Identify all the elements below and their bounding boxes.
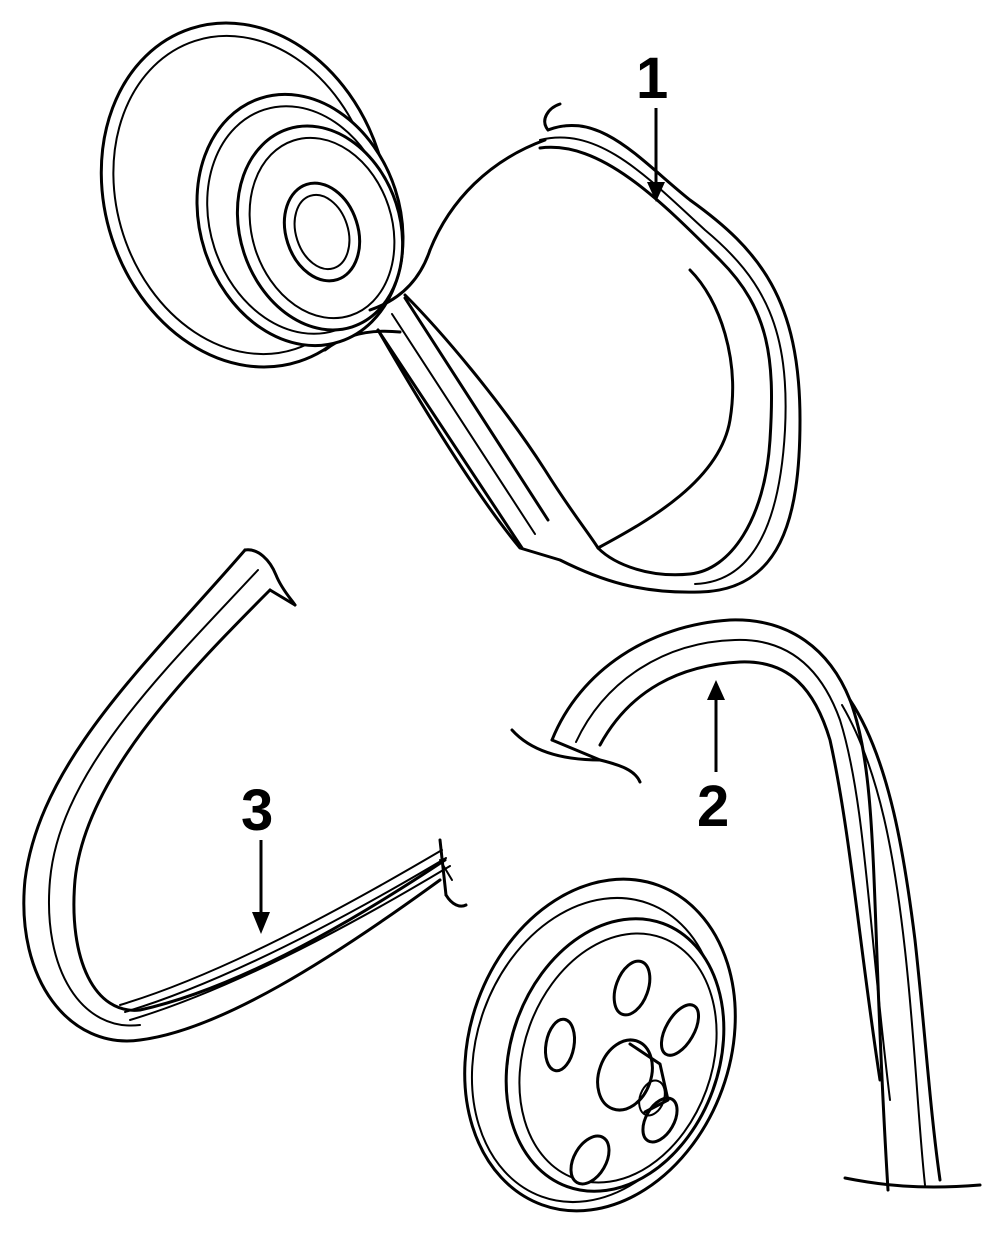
callout-2-arrowhead (707, 680, 725, 700)
callout-3: 3 (241, 778, 273, 934)
callout-1: 1 (636, 46, 668, 202)
callout-2: 2 (697, 680, 729, 839)
callout-1-label: 1 (636, 46, 668, 111)
water-pump-pulley[interactable] (420, 841, 781, 1248)
callout-3-label: 3 (241, 778, 273, 843)
callout-1-arrowhead (647, 182, 665, 202)
callout-3-arrowhead (252, 912, 270, 934)
belt-1[interactable] (323, 102, 802, 594)
callout-2-label: 2 (697, 774, 729, 839)
belt-3[interactable] (22, 548, 468, 1043)
belt-2[interactable] (510, 618, 982, 1192)
crankshaft-pulley[interactable] (58, 0, 547, 405)
